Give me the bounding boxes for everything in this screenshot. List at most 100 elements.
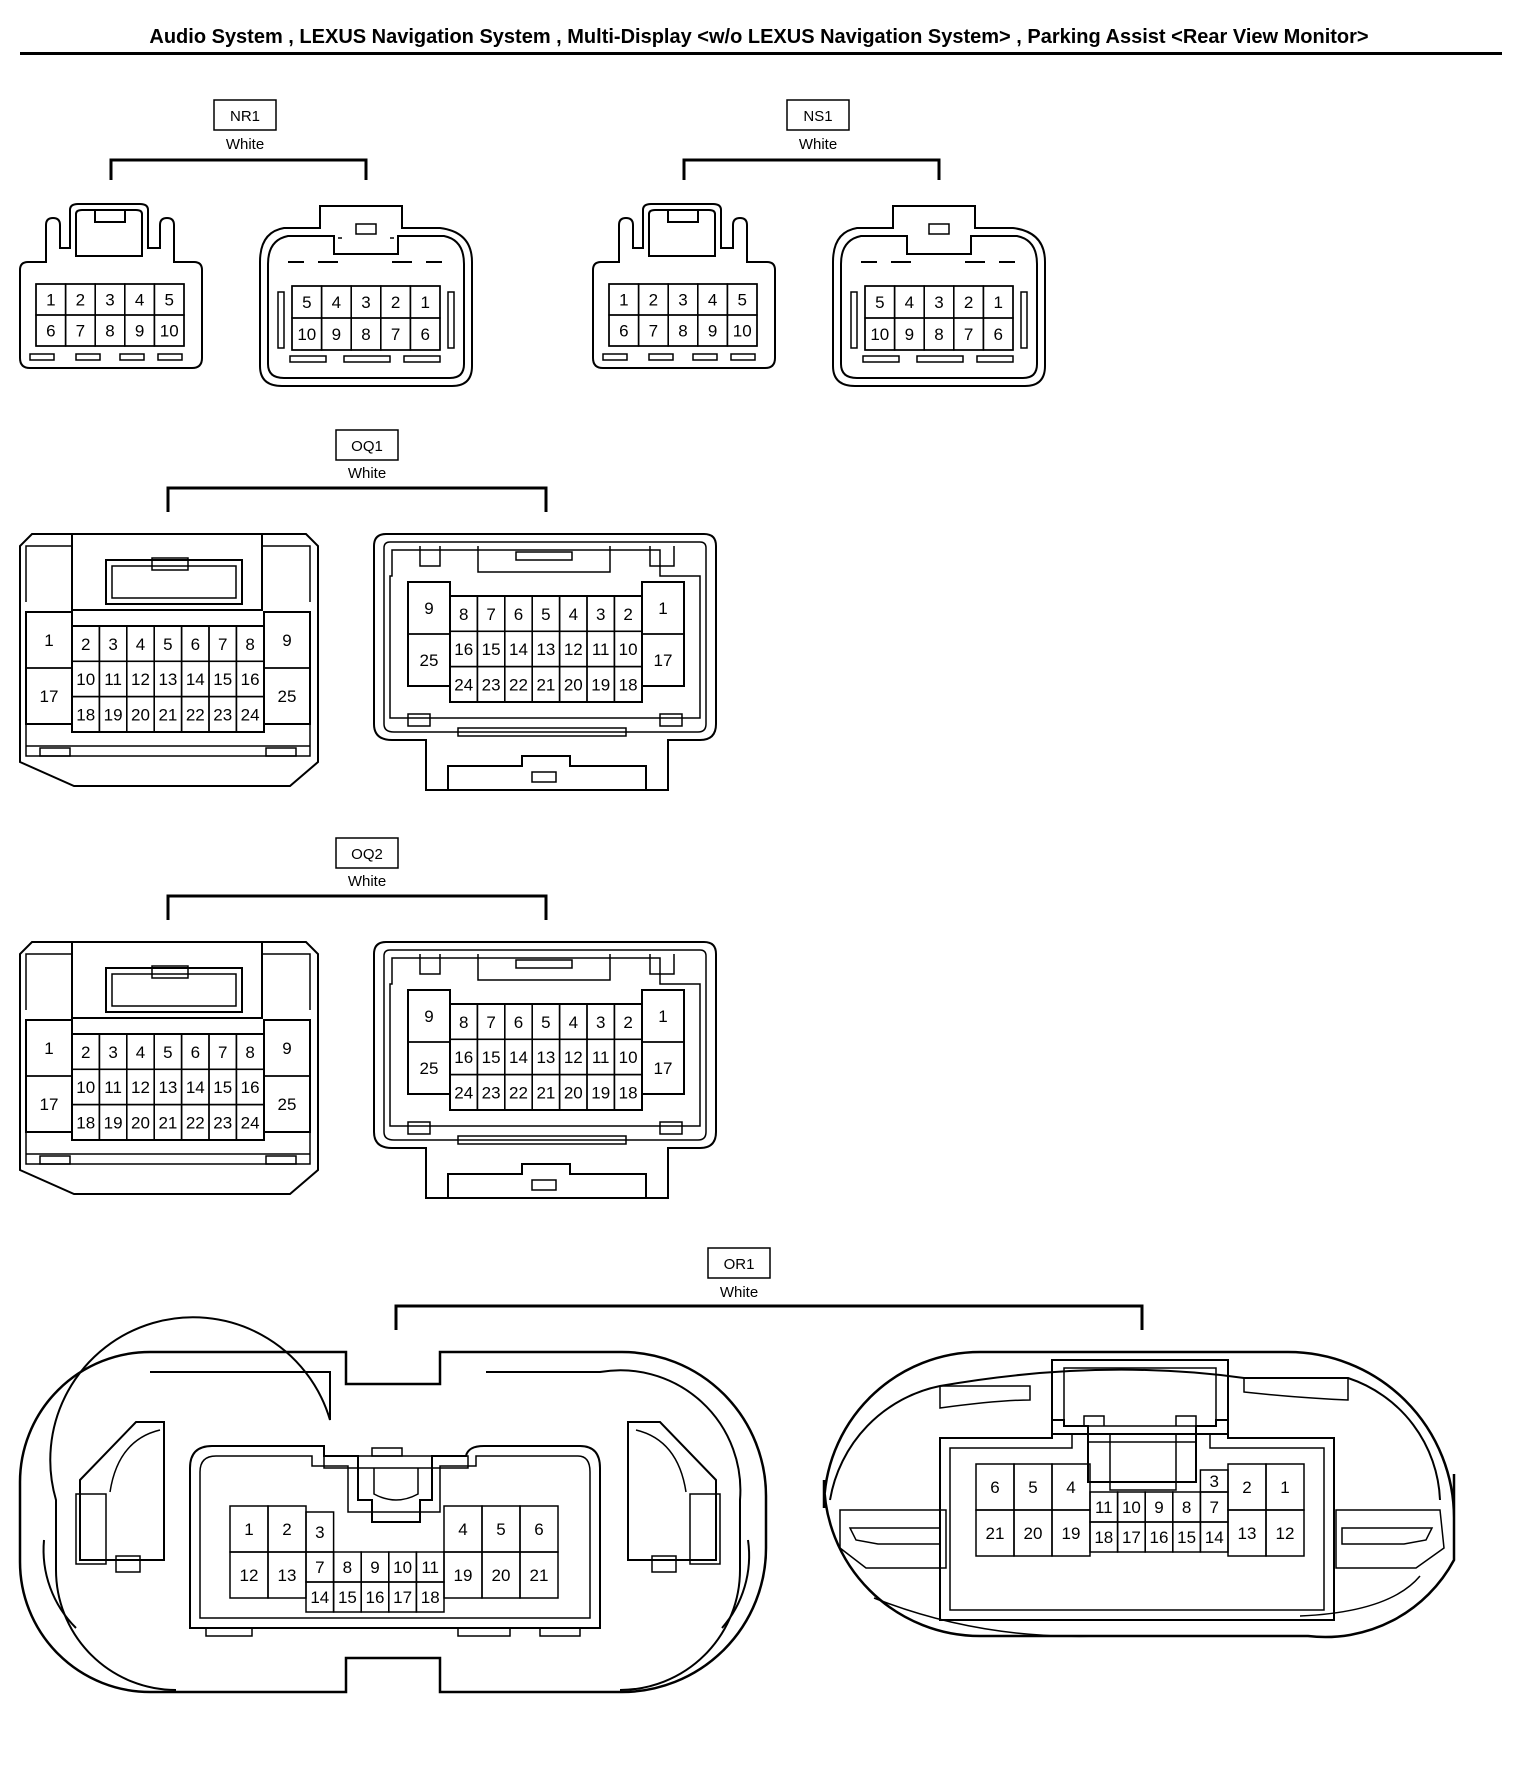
pin-number: 5 [302,293,311,312]
pin-number: 12 [240,1566,259,1585]
pin-number: 13 [158,670,177,689]
connector-bracket [166,486,548,512]
pin-number: 15 [338,1588,357,1607]
connector-id-box [213,99,277,131]
pin-number: 18 [421,1588,440,1607]
pin-number: 13 [536,640,555,659]
pin-number: 4 [569,1013,578,1032]
pin-number: 4 [1066,1478,1075,1497]
pin-number: 3 [1209,1472,1218,1491]
pin-cavity [153,314,185,347]
pin-number: 9 [905,325,914,344]
pin-number: 14 [509,640,528,659]
pin-number: 13 [536,1048,555,1067]
pin-number: 12 [564,1048,583,1067]
pin-number: 16 [241,670,260,689]
pin-number: 11 [1095,1498,1113,1517]
pin-number: 3 [105,291,114,310]
pin-number: 25 [278,687,297,706]
pin-number: 5 [737,291,746,310]
connector-id-box [335,837,399,869]
pin-number: 9 [424,599,433,618]
pin-number: 25 [420,1059,439,1078]
pin-number: 6 [46,322,55,341]
pin-number: 6 [993,325,1002,344]
pin-number: 14 [186,1078,205,1097]
pin-number: 18 [619,675,638,694]
pin-number: 8 [459,605,468,624]
pin-number: 14 [186,670,205,689]
pin-number: 1 [993,293,1002,312]
pin-number: 20 [131,1113,150,1132]
pin-number: 19 [104,705,123,724]
pin-number: 5 [496,1520,505,1539]
connector-color: White [226,136,264,153]
pin-number: 11 [592,1048,610,1067]
pin-number: 11 [421,1558,439,1577]
pin-number: 10 [619,640,638,659]
connector-color: White [348,873,386,890]
pin-number: 4 [708,291,717,310]
pin-cavity [726,314,758,347]
pin-number: 18 [76,705,95,724]
pin-number: 9 [708,322,717,341]
connector-id: NR1 [230,108,260,125]
connector-color: White [348,465,386,482]
pin-number: 9 [282,631,291,650]
pin-cavity [519,1551,559,1599]
pin-number: 3 [596,605,605,624]
pin-number: 20 [492,1566,511,1585]
pin-number: 7 [218,635,227,654]
pin-number: 4 [135,291,144,310]
pin-number: 3 [108,1043,117,1062]
pin-number: 8 [343,1558,352,1577]
pin-number: 3 [315,1523,324,1542]
pin-number: 21 [986,1524,1005,1543]
pin-number: 1 [619,291,628,310]
pin-cavity [235,1103,265,1141]
pin-number: 19 [591,1083,610,1102]
pin-number: 2 [1242,1478,1251,1497]
pin-number: 11 [104,1078,122,1097]
pin-number: 22 [186,705,205,724]
pin-number: 2 [964,293,973,312]
pin-number: 9 [332,325,341,344]
pin-number: 10 [297,325,316,344]
pin-number: 2 [81,635,90,654]
pin-number: 10 [619,1048,638,1067]
pin-number: 10 [160,322,179,341]
pin-number: 22 [509,675,528,694]
pin-number: 5 [541,605,550,624]
pin-number: 10 [1122,1498,1141,1517]
pin-number: 3 [108,635,117,654]
title-rule [20,52,1502,55]
pin-number: 17 [654,651,673,670]
pin-number: 3 [596,1013,605,1032]
pin-number: 7 [486,605,495,624]
pin-number: 2 [76,291,85,310]
connector-id: NS1 [803,108,832,125]
pin-number: 4 [332,293,341,312]
pin-number: 6 [514,605,523,624]
pin-number: 5 [875,293,884,312]
pin-number: 17 [1122,1528,1141,1547]
pin-number: 17 [40,687,59,706]
pin-number: 9 [424,1007,433,1026]
pin-number: 3 [934,293,943,312]
pin-number: 15 [482,1048,501,1067]
pin-number: 6 [191,635,200,654]
pin-number: 5 [541,1013,550,1032]
pin-number: 2 [81,1043,90,1062]
pin-cavity [982,317,1014,351]
pin-number: 16 [1150,1528,1169,1547]
pin-number: 7 [391,325,400,344]
pin-number: 21 [530,1566,549,1585]
pin-number: 7 [218,1043,227,1062]
pin-cavity [613,665,643,703]
pin-number: 1 [44,631,53,650]
pin-number: 5 [1028,1478,1037,1497]
pin-number: 17 [654,1059,673,1078]
